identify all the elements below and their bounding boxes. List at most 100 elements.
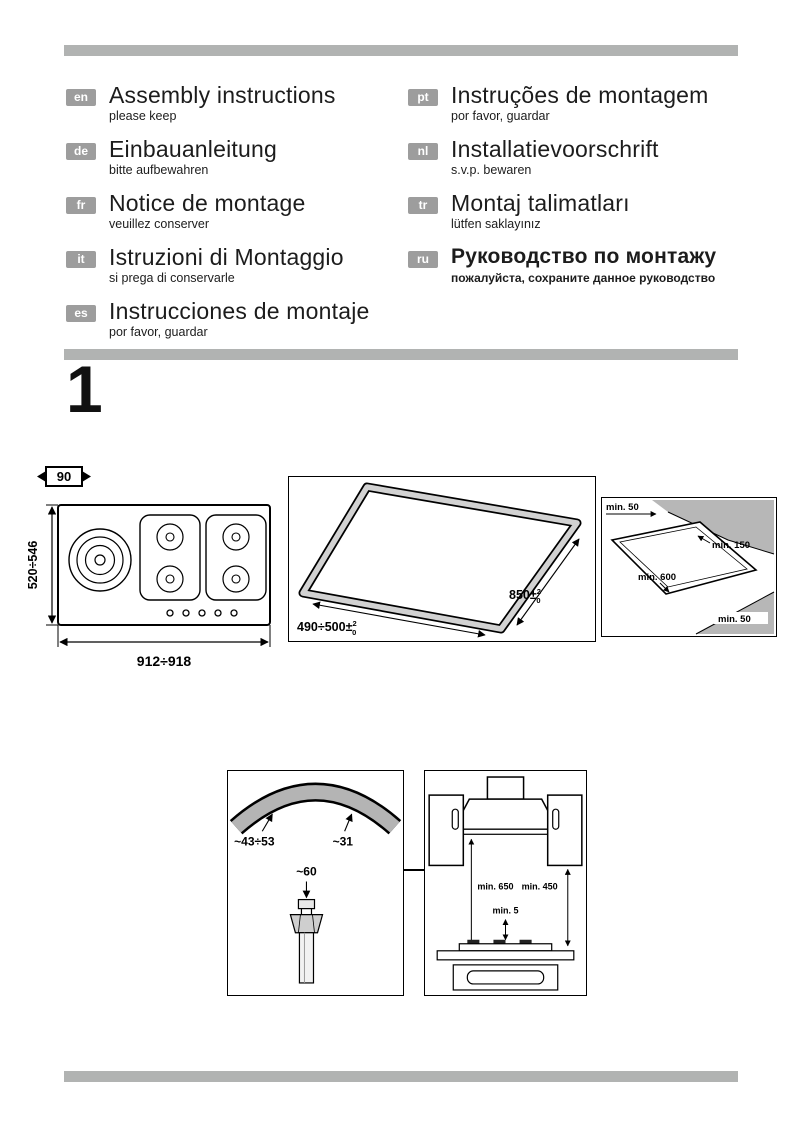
language-subtitle: veuillez conserver	[109, 217, 210, 231]
language-text: Instruções de montagem por favor, guarda…	[451, 82, 709, 124]
language-text: Instrucciones de montaje por favor, guar…	[109, 298, 370, 340]
clearance-front-label: min. 600	[638, 572, 676, 583]
figure-connector-line	[404, 869, 424, 871]
language-subtitle: bitte aufbewahren	[109, 163, 209, 177]
language-code-badge: pt	[408, 89, 438, 106]
hood-clearance-figure: min. 650 min. 450 min. 5	[424, 770, 587, 996]
extractor-hood	[452, 776, 559, 835]
language-column-left: en Assembly instructions please keep de …	[66, 82, 402, 352]
rear-wall-shading	[652, 500, 774, 554]
divider-bar-top	[64, 45, 738, 56]
cutout-depth-tol-plus: 2	[352, 619, 356, 628]
language-title: Montaj talimatları	[451, 190, 630, 216]
language-subtitle: lütfen saklayınız	[451, 217, 541, 231]
cutout-depth-arrow	[312, 601, 486, 638]
cabinet-handle	[552, 808, 560, 830]
gas-pipe	[298, 932, 315, 984]
language-entry: pt Instruções de montagem por favor, gua…	[408, 82, 780, 124]
divider-bar-middle	[64, 349, 738, 360]
hood-clearance-left: min. 650	[477, 882, 513, 892]
language-text: Assembly instructions please keep	[109, 82, 336, 124]
hood-clearance-right: min. 450	[522, 882, 558, 892]
language-code-badge: de	[66, 143, 96, 160]
burner-group-right	[205, 514, 267, 601]
language-title: Assembly instructions	[109, 82, 336, 108]
hob-outline	[57, 504, 271, 626]
language-title: Instrucciones de montaje	[109, 298, 370, 324]
language-text: Руководство по монтажу пожалуйста, сохра…	[451, 244, 716, 286]
corner-dim-right: ~31	[333, 834, 354, 848]
cutout-width-value: 850±	[509, 588, 537, 602]
gas-connection-fitting	[289, 898, 324, 984]
divider-bar-bottom	[64, 1071, 738, 1082]
language-column-right: pt Instruções de montagem por favor, gua…	[408, 82, 780, 298]
large-burner	[68, 528, 132, 592]
corner-dim-left: ~43÷53	[234, 834, 275, 848]
language-entry: tr Montaj talimatları lütfen saklayınız	[408, 190, 780, 232]
cutout-corner-band	[229, 782, 402, 835]
step-number: 1	[66, 352, 103, 426]
language-code-badge: en	[66, 89, 96, 106]
language-entry: de Einbauanleitung bitte aufbewahren	[66, 136, 402, 178]
cabinet-handle	[451, 808, 459, 830]
burner-group-left	[139, 514, 201, 601]
base-drawer	[452, 964, 559, 991]
wall-cabinet-left	[428, 794, 465, 867]
depth-dimension: 520÷546	[26, 504, 58, 626]
cutout-opening	[298, 482, 582, 634]
cutout-width-tol-plus: 2	[537, 587, 541, 596]
language-entry: fr Notice de montage veuillez conserver	[66, 190, 402, 232]
language-entry: en Assembly instructions please keep	[66, 82, 402, 124]
language-text: Montaj talimatları lütfen saklayınız	[451, 190, 630, 232]
language-subtitle: si prega di conservarle	[109, 271, 235, 285]
language-subtitle: por favor, guardar	[109, 325, 208, 339]
language-subtitle: por favor, guardar	[451, 109, 550, 123]
clearance-rear-label: min. 50	[606, 502, 639, 513]
language-text: Istruzioni di Montaggio si prega di cons…	[109, 244, 344, 286]
width-class-label: 90	[57, 469, 71, 484]
language-text: Einbauanleitung bitte aufbewahren	[109, 136, 277, 178]
language-title: Notice de montage	[109, 190, 306, 216]
language-code-badge: it	[66, 251, 96, 268]
language-code-badge: fr	[66, 197, 96, 214]
language-title: Руководство по монтажу	[451, 245, 717, 268]
language-code-badge: es	[66, 305, 96, 322]
gas-inlet-dim: ~60	[296, 864, 317, 878]
width-class-marker: 90	[37, 466, 91, 487]
clearance-side-label: min. 50	[718, 614, 751, 625]
language-title: Istruzioni di Montaggio	[109, 244, 344, 270]
hob-depth-dim: 520÷546	[26, 541, 40, 590]
worktop-section	[436, 950, 575, 961]
language-entry: es Instrucciones de montaje por favor, g…	[66, 298, 402, 340]
clearances-figure: min. 50 min. 150 min. 600 min. 50	[601, 497, 777, 637]
hob-top-view-figure: 90	[26, 466, 271, 669]
cutout-depth-tol-minus: 0	[352, 628, 356, 637]
corner-and-gas-connection-figure: ~43÷53 ~31 ~60	[227, 770, 404, 996]
cutout-width-arrow	[516, 538, 580, 626]
label-backplate	[714, 612, 768, 624]
wall-cabinet-right	[546, 794, 583, 867]
language-code-badge: ru	[408, 251, 438, 268]
control-knob-dots	[166, 609, 238, 617]
language-code-badge: tr	[408, 197, 438, 214]
language-subtitle: пожалуйста, сохраните данное руководство	[451, 271, 716, 285]
language-entry: it Istruzioni di Montaggio si prega di c…	[66, 244, 402, 286]
language-entry: nl Installatievoorschrift s.v.p. bewaren	[408, 136, 780, 178]
clearance-right-label: min. 150	[712, 540, 750, 551]
language-title: Installatievoorschrift	[451, 136, 659, 162]
language-title: Instruções de montagem	[451, 82, 709, 108]
language-title: Einbauanleitung	[109, 136, 277, 162]
hob-cross-section	[436, 939, 575, 961]
cutout-outline-small	[610, 521, 758, 595]
language-text: Installatievoorschrift s.v.p. bewaren	[451, 136, 659, 178]
language-text: Notice de montage veuillez conserver	[109, 190, 305, 232]
cutout-depth-value: 490÷500±	[297, 620, 353, 634]
hood-clearance-gap: min. 5	[492, 906, 518, 916]
width-dimension: 912÷918	[57, 625, 271, 669]
hob-width-dim: 912÷918	[137, 653, 192, 669]
language-code-badge: nl	[408, 143, 438, 160]
